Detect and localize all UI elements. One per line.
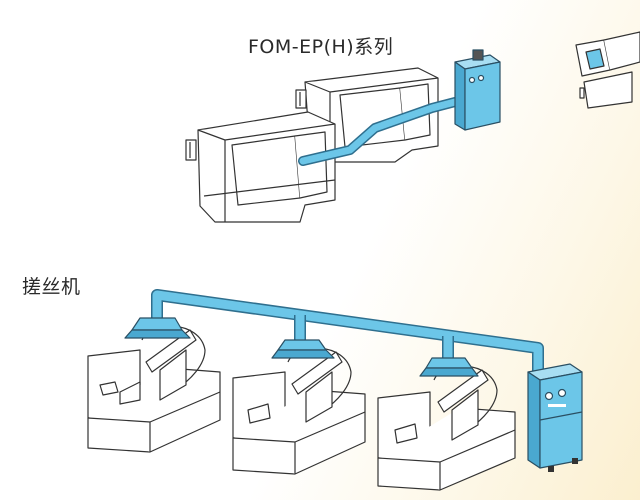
main-duct: [151, 289, 544, 372]
rolling-machine-2: [232, 347, 366, 475]
partial-machine-right: [575, 31, 640, 109]
hood-2: [271, 339, 335, 359]
machine-label: 搓丝机: [22, 276, 81, 298]
series-title: FOM-EP(H)系列: [248, 36, 394, 58]
hood-3: [419, 357, 479, 377]
hood-1: [124, 317, 191, 339]
top-duct: [298, 97, 460, 166]
rolling-machine-1: [87, 325, 221, 453]
dust-collector-top: [454, 49, 501, 131]
rolling-machine-3: [377, 365, 516, 491]
dust-collector-bottom: [527, 363, 583, 472]
cnc-machine-back: [295, 67, 439, 163]
cnc-machine-front: [185, 111, 336, 223]
